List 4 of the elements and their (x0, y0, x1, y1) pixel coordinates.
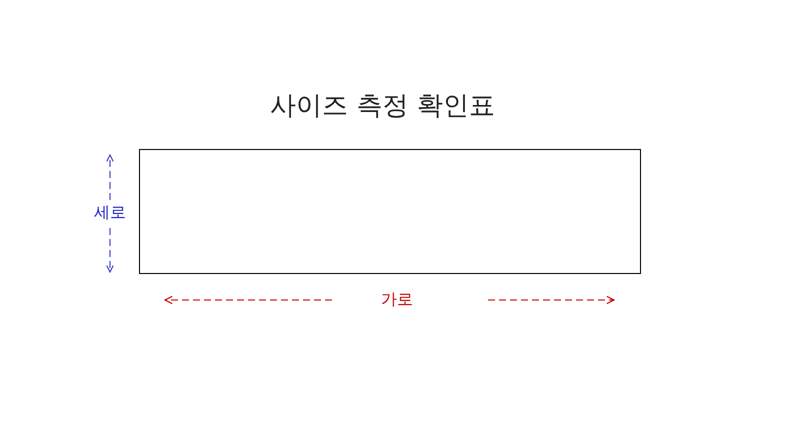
empty-box (139, 149, 641, 274)
dimension-label: 세로 (94, 202, 126, 224)
dimension-label: 가로 (381, 290, 413, 310)
title: 사이즈 측정 확인표 (269, 90, 496, 123)
